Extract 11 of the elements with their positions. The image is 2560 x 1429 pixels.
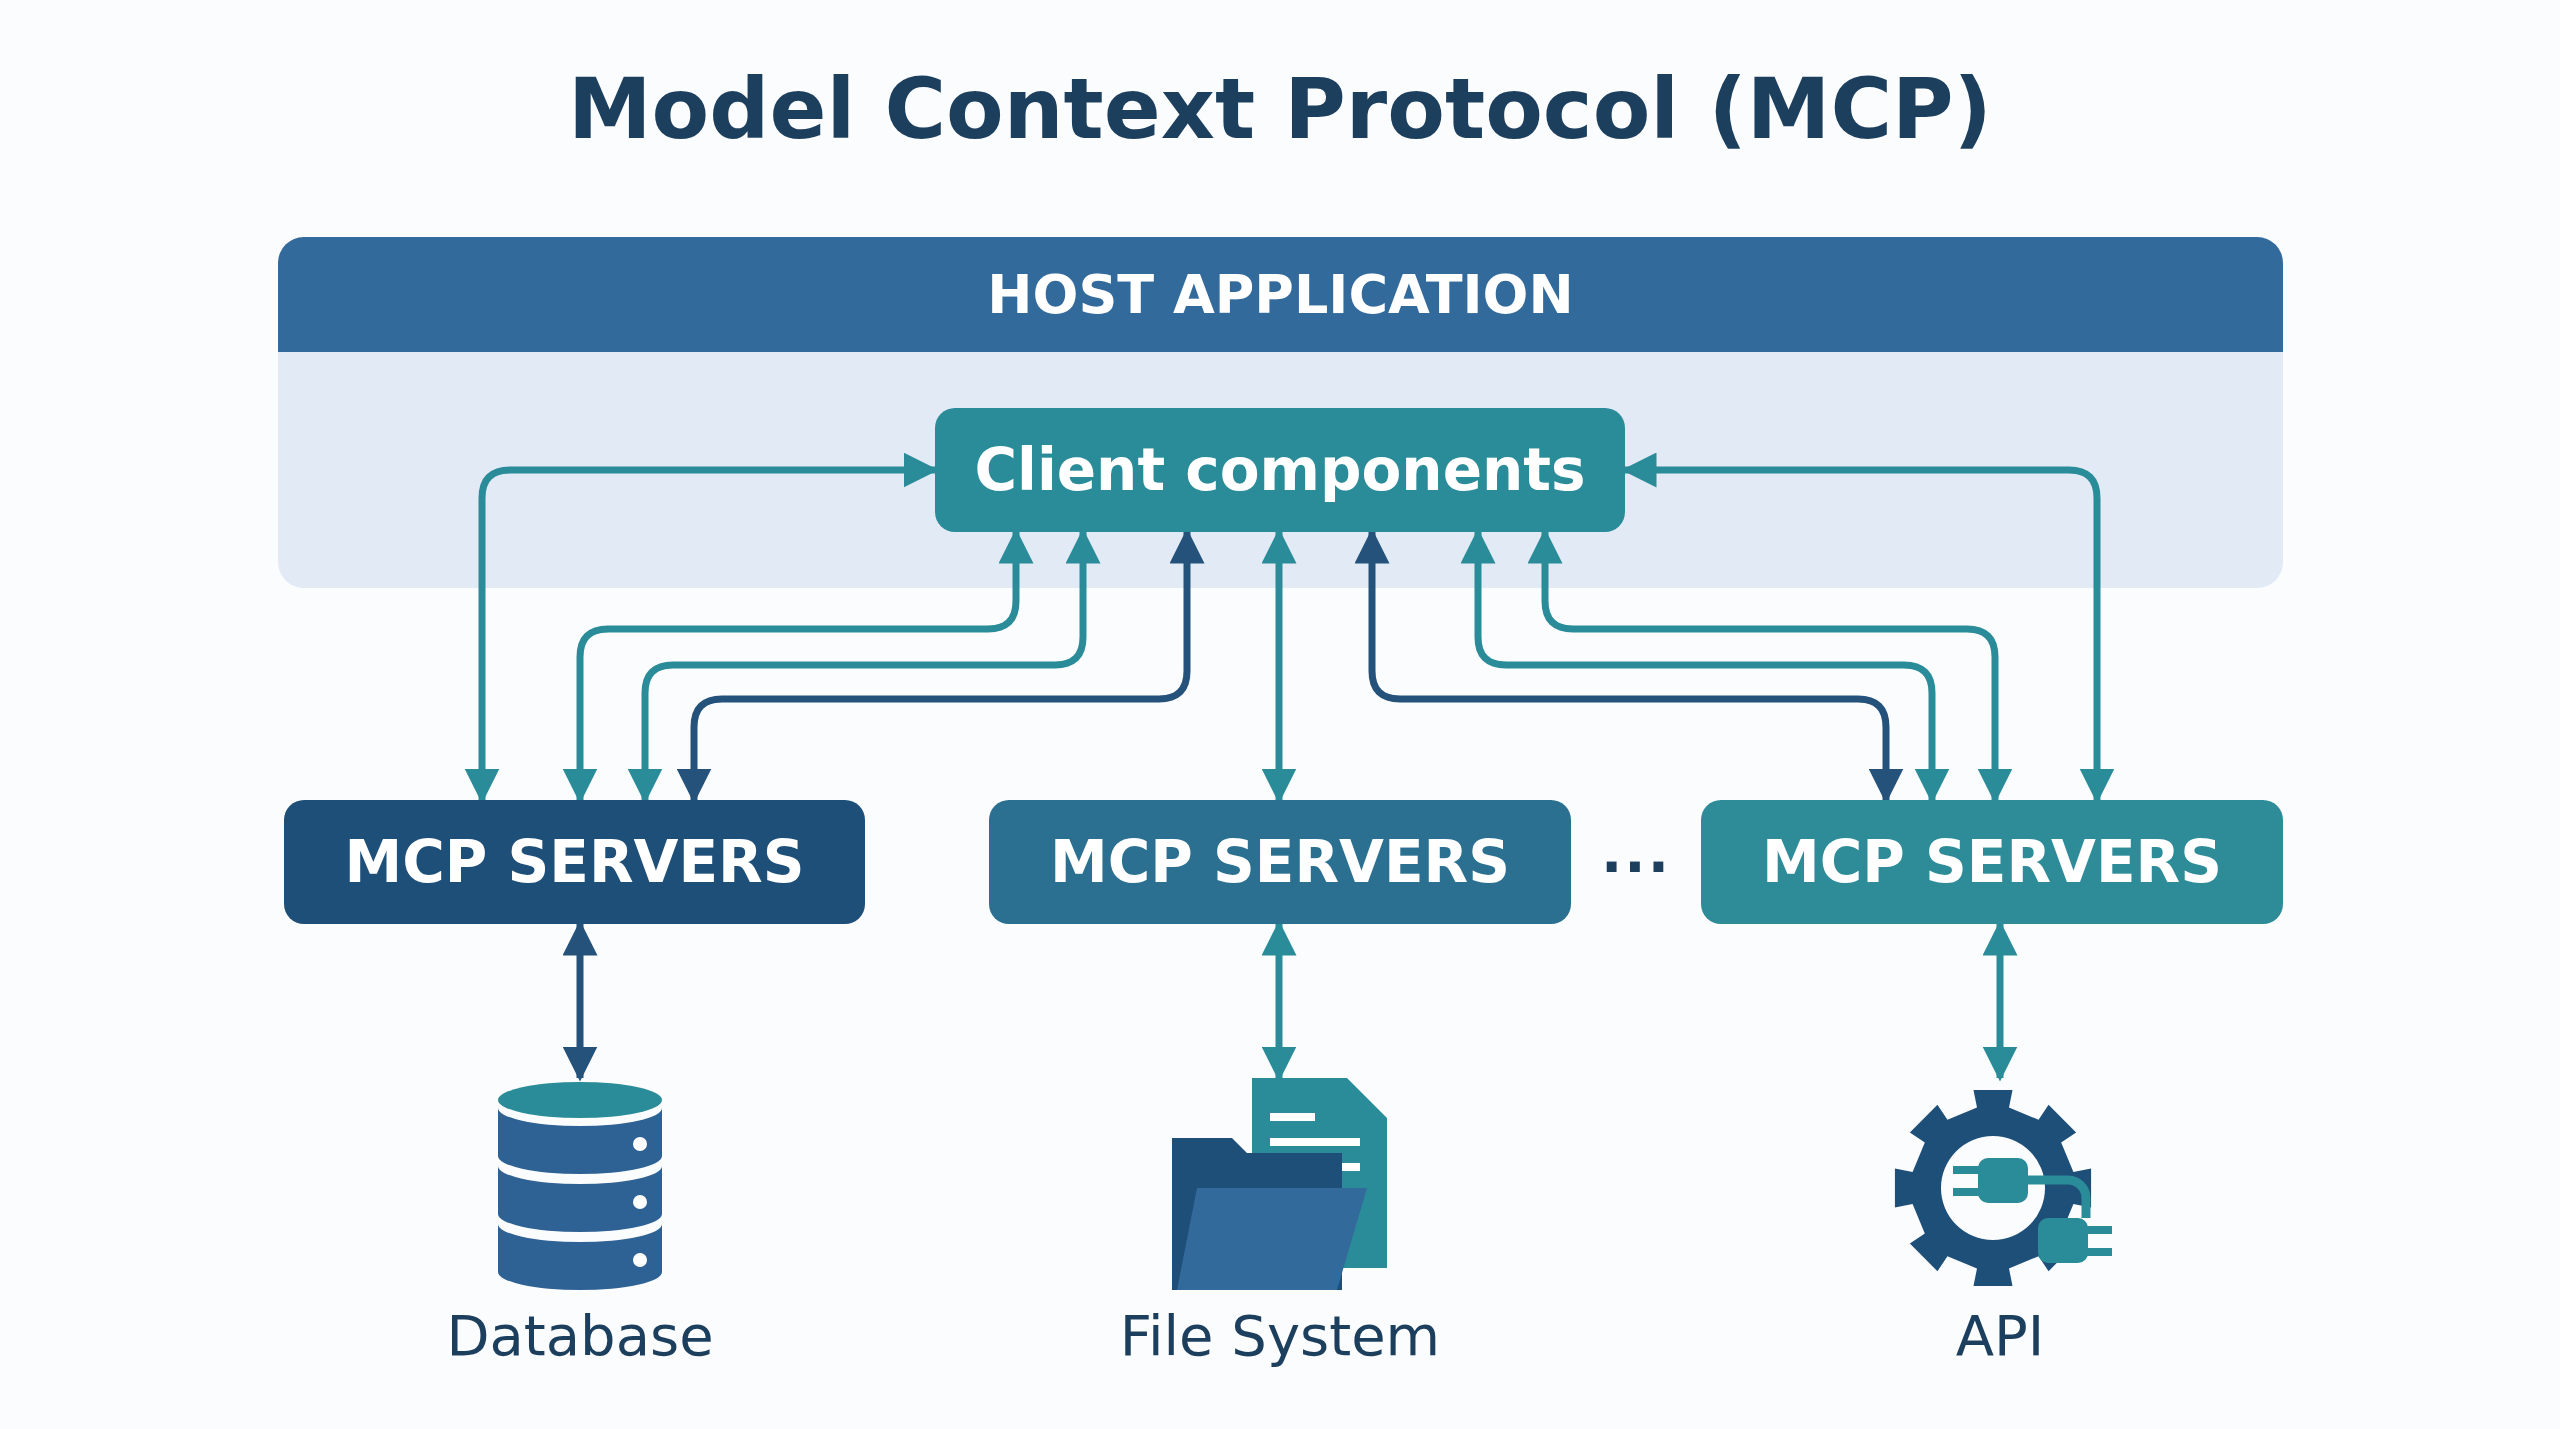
panel-header: HOST APPLICATION: [278, 237, 2283, 352]
server-box: MCP SERVERS: [1701, 800, 2283, 924]
resource-label: File System: [1118, 1303, 1442, 1368]
resource-label: Database: [445, 1303, 715, 1368]
resource-label: API: [1954, 1303, 2046, 1368]
server-box: MCP SERVERS: [989, 800, 1571, 924]
ellipsis-label: ...: [1600, 820, 1672, 885]
client-box: Client components: [935, 408, 1625, 532]
server-box: MCP SERVERS: [284, 800, 865, 924]
diagram-title: Model Context Protocol (MCP): [567, 60, 1993, 158]
host-panel: [278, 237, 2283, 588]
